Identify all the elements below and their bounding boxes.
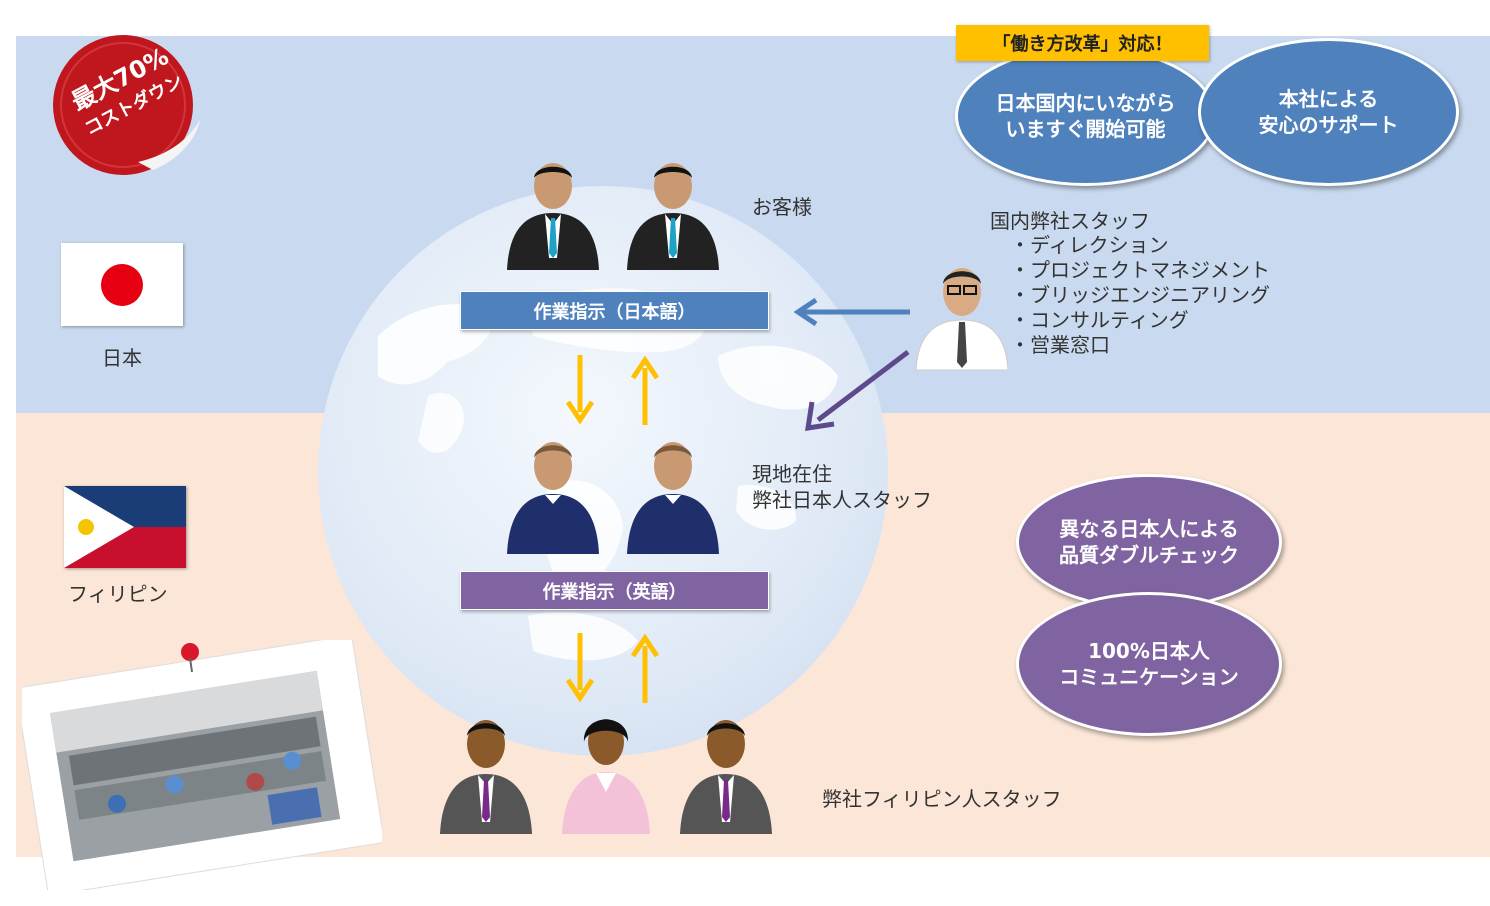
arrows-japan-to-local xyxy=(560,350,670,430)
circle-line: コミュニケーション xyxy=(1059,665,1239,689)
role-item: ・ブリッジエンジニアリング xyxy=(1010,283,1270,307)
instruction-japanese-text: 作業指示（日本語） xyxy=(533,301,696,323)
japan-flag xyxy=(61,243,183,326)
filipino-staff-icons xyxy=(438,712,778,837)
domestic-staff-label: 国内弊社スタッフ xyxy=(990,209,1150,233)
circle-line: 品質ダブルチェック xyxy=(1059,543,1239,567)
filipino-staff-label: 弊社フィリピン人スタッフ xyxy=(822,787,1062,811)
circle-line: 異なる日本人による xyxy=(1059,517,1239,541)
staff-roles-list: ・ディレクション ・プロジェクトマネジメント ・ブリッジエンジニアリング ・コン… xyxy=(1010,233,1270,358)
instruction-english-text: 作業指示（英語） xyxy=(542,581,687,603)
instruction-japanese-box: 作業指示（日本語） xyxy=(460,291,769,330)
circle-line: 本社による xyxy=(1278,87,1379,111)
circle-line: 100%日本人 xyxy=(1088,639,1210,663)
customer-icons xyxy=(505,158,725,273)
work-style-reform-tag: 「働き方改革」対応！ xyxy=(956,25,1209,61)
local-japanese-staff-icons xyxy=(505,436,725,556)
role-item: ・営業窓口 xyxy=(1010,333,1110,357)
hq-support-circle: 本社による 安心のサポート xyxy=(1198,38,1459,186)
domestic-to-instruction-arrows xyxy=(790,290,920,440)
japanese-communication-circle: 100%日本人 コミュニケーション xyxy=(1016,592,1282,736)
domestic-staff-icon xyxy=(912,262,1012,372)
philippines-label: フィリピン xyxy=(68,582,168,606)
circle-line: 日本国内にいながら xyxy=(995,91,1176,115)
customer-label: お客様 xyxy=(752,195,812,219)
arrows-local-to-filipino xyxy=(560,628,670,708)
local-staff-line1: 現地在住 xyxy=(752,462,832,486)
philippines-flag xyxy=(64,486,186,568)
double-check-circle: 異なる日本人による 品質ダブルチェック xyxy=(1016,474,1282,610)
office-photo xyxy=(15,634,385,897)
start-domestic-circle: 日本国内にいながら いますぐ開始可能 xyxy=(955,46,1216,186)
circle-line: いますぐ開始可能 xyxy=(1005,117,1166,141)
japan-label: 日本 xyxy=(102,346,142,370)
cost-down-badge: 最大70% コストダウン xyxy=(38,30,208,180)
role-item: ・プロジェクトマネジメント xyxy=(1010,258,1270,282)
local-staff-label: 現地在住 弊社日本人スタッフ xyxy=(752,461,932,513)
local-staff-line2: 弊社日本人スタッフ xyxy=(752,488,932,512)
role-item: ・コンサルティング xyxy=(1010,308,1189,332)
instruction-english-box: 作業指示（英語） xyxy=(460,571,769,610)
role-item: ・ディレクション xyxy=(1010,233,1169,257)
circle-line: 安心のサポート xyxy=(1258,113,1399,137)
